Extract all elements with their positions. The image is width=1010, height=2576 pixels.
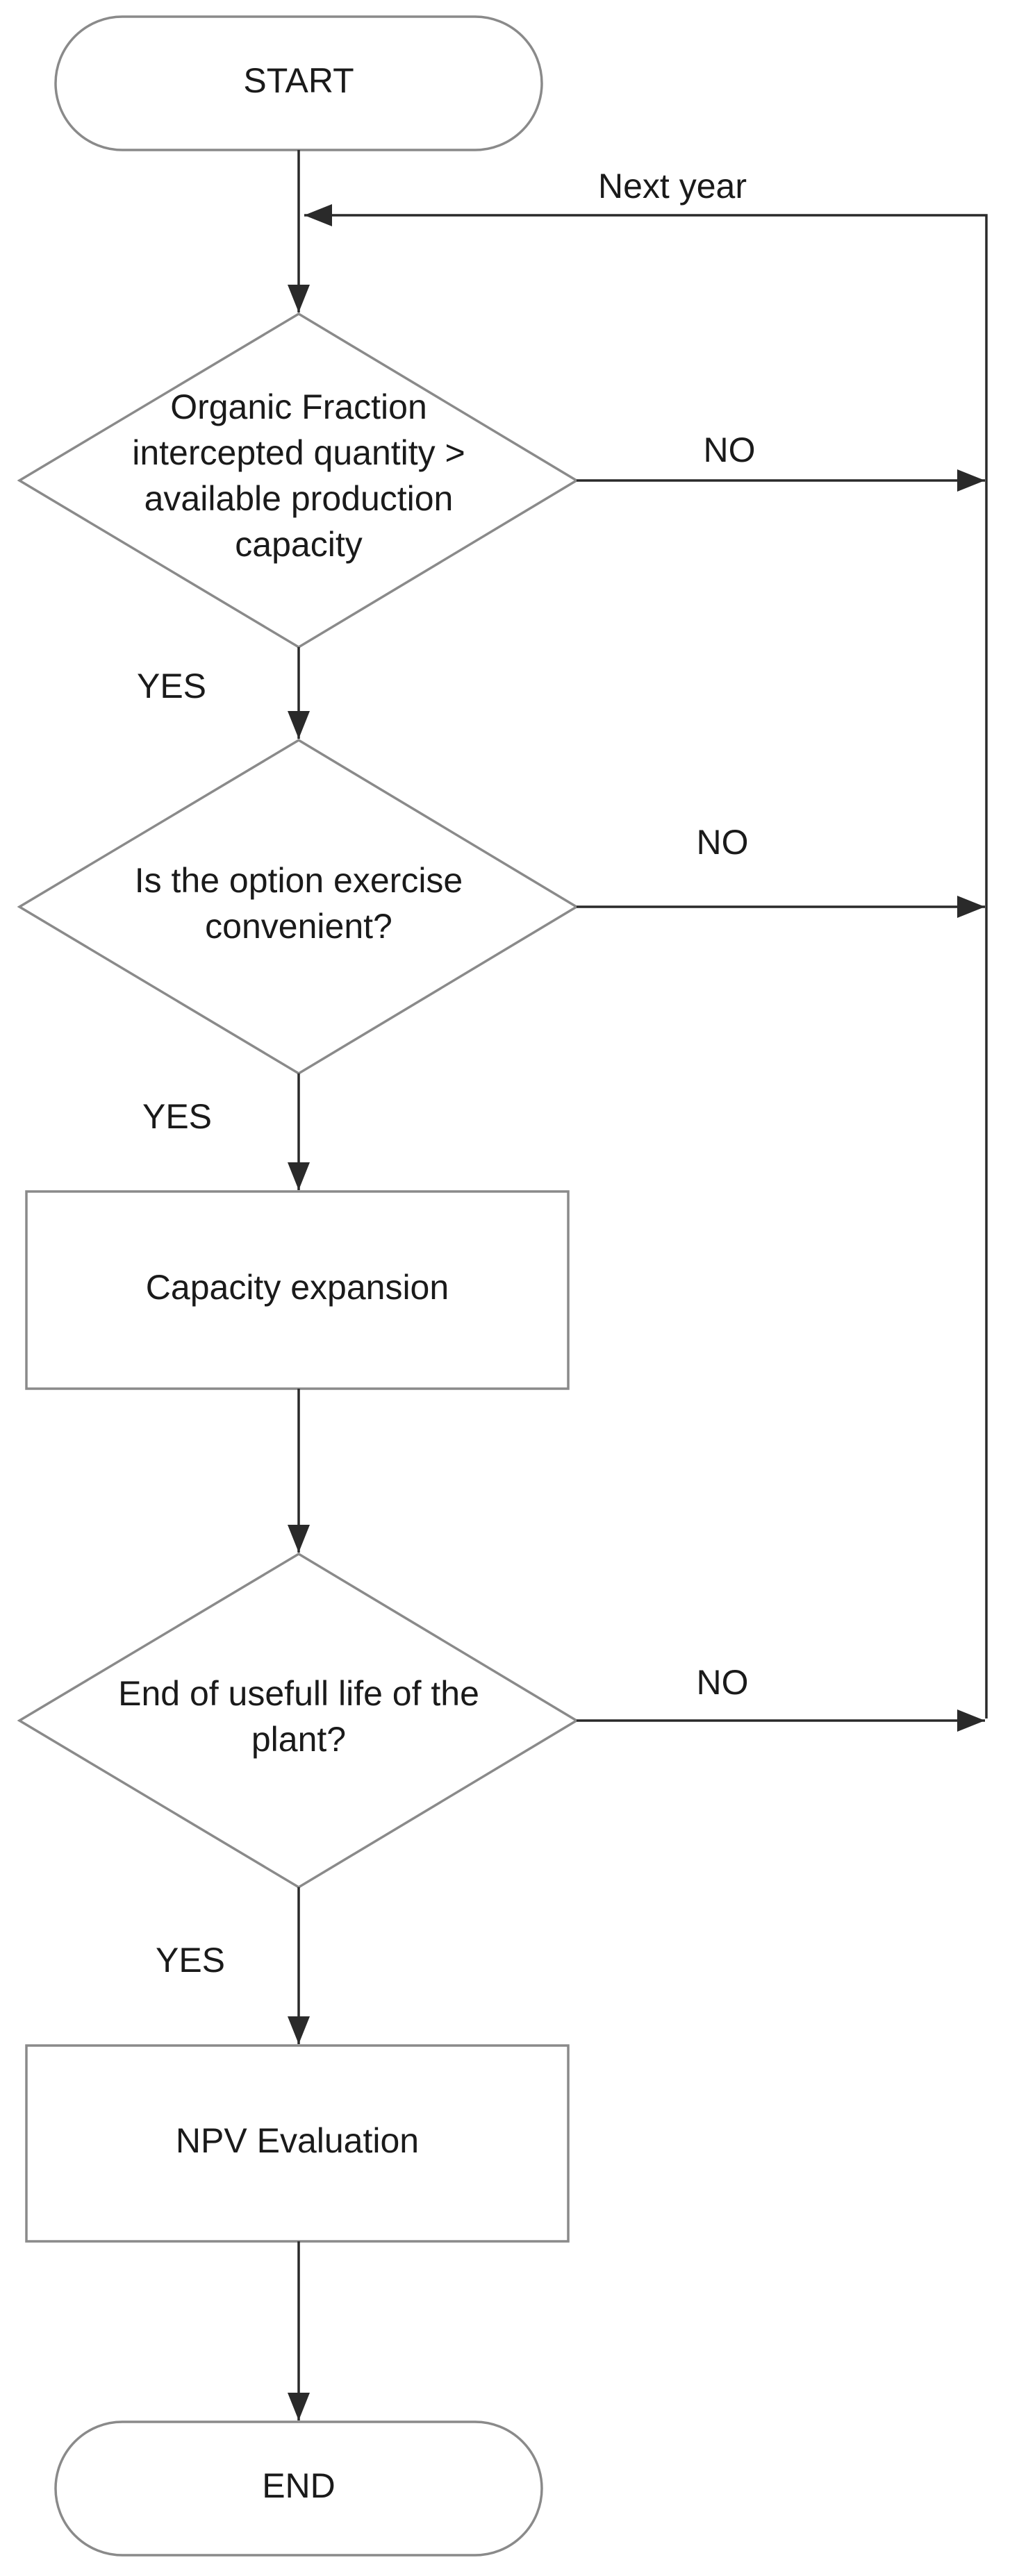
decision-capacity-line-3: available production [144,479,454,518]
start-label: START [243,61,354,100]
decision-end-life-yes-label: YES [156,1941,225,1980]
decision-option-line-1: Is the option exercise [135,861,463,900]
decision-option-exercise: Is the option exercise convenient? [17,738,579,1076]
decision-option-line-2: convenient? [205,907,392,946]
capacity-expansion-label: Capacity expansion [146,1268,449,1307]
end-label: END [262,2466,336,2505]
loop-back-connector: Next year [304,167,988,1718]
decision-capacity-line-2: intercepted quantity > [132,433,465,472]
npv-evaluation-label: NPV Evaluation [176,2121,419,2160]
next-year-label: Next year [598,167,747,206]
decision-capacity: Organic Fraction intercepted quantity > … [17,312,579,649]
decision-end-of-life: End of usefull life of the plant? [17,1552,579,1889]
process-capacity-expansion: Capacity expansion [25,1190,570,1390]
decision-end-life-line-1: End of usefull life of the [118,1674,479,1713]
start-terminator: START [54,15,543,151]
end-terminator: END [54,2420,543,2557]
decision-capacity-line-4: capacity [235,525,362,564]
decision-option-yes-label: YES [142,1097,212,1136]
decision-capacity-line-1: Organic Fraction [170,387,427,426]
decision-option-no-label: NO [697,823,749,862]
decision-capacity-yes-label: YES [137,667,206,705]
process-npv-evaluation: NPV Evaluation [25,2044,570,2243]
decision-end-life-line-2: plant? [251,1720,346,1759]
decision-end-life-no-label: NO [697,1663,749,1702]
decision-capacity-no-label: NO [704,430,756,469]
